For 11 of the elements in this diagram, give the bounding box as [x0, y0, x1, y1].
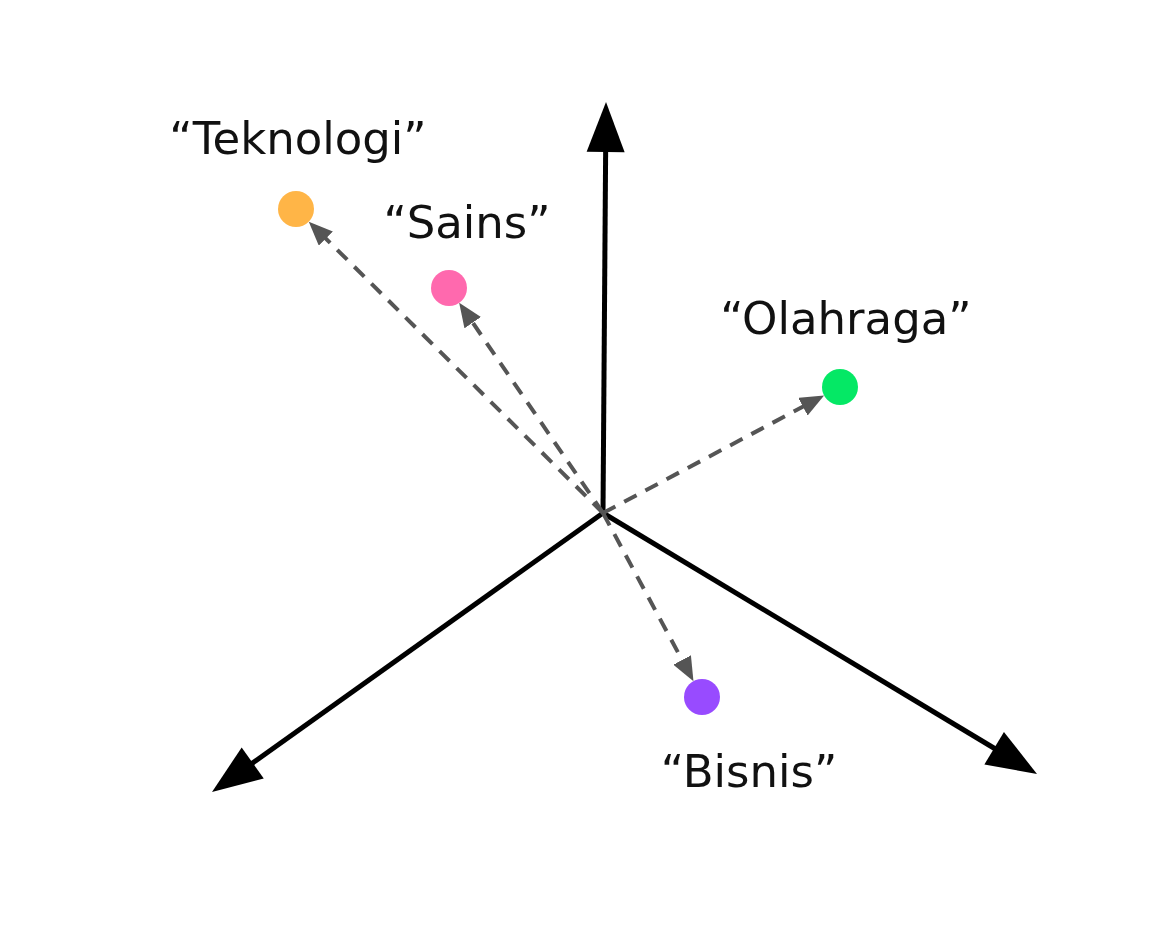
vector-arrow — [601, 512, 694, 682]
data-point — [822, 369, 858, 405]
word-label: “Teknologi” — [169, 113, 427, 165]
data-point — [431, 270, 467, 306]
word-label: “Sains” — [383, 197, 551, 249]
data-point — [684, 679, 720, 715]
word-label: “Olahraga” — [720, 293, 972, 345]
word-label: “Bisnis” — [660, 746, 838, 798]
vector-arrow — [602, 395, 825, 515]
data-point — [278, 191, 314, 227]
vector-arrow — [459, 302, 605, 515]
